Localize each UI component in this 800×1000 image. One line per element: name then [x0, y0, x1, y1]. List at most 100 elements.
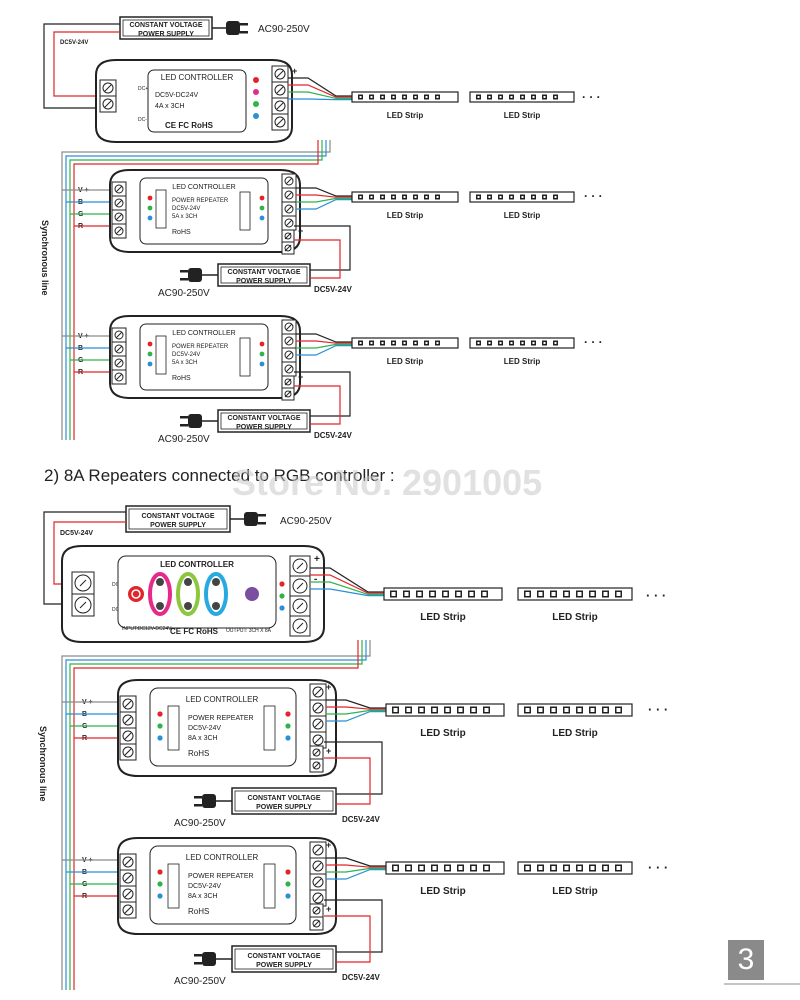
psu-label: CONSTANT VOLTAGE — [227, 269, 300, 276]
terminal-block — [309, 903, 324, 931]
indicator-led-icon — [279, 581, 285, 587]
cert-logos: RoHS — [172, 229, 191, 236]
psu-label: CONSTANT VOLTAGE — [129, 22, 202, 29]
led-strip — [383, 587, 503, 601]
output-wire — [296, 187, 352, 197]
screw-slot-icon — [115, 227, 123, 235]
dc-output-label: DC5V-24V — [60, 40, 88, 46]
ac-input-label: AC90-250V — [258, 24, 310, 35]
led-chip-icon — [538, 708, 543, 712]
control-button-icon — [156, 602, 164, 610]
plug-icon — [202, 794, 216, 808]
led-chip-icon — [477, 342, 480, 344]
sync-wire — [73, 640, 359, 990]
input-label-plate — [155, 189, 167, 229]
terminal-block — [281, 319, 297, 377]
terminal-block — [119, 853, 137, 919]
dc-negative-wire — [43, 23, 120, 68]
section2-heading: 2) 8A Repeaters connected to RGB control… — [44, 466, 395, 485]
front-panel — [149, 845, 297, 925]
dc-minus-label: DC- — [138, 117, 147, 123]
ac-input-label: AC90-250V — [158, 434, 210, 445]
strip-label: LED Strip — [420, 886, 466, 897]
indicator-led-icon — [259, 341, 265, 347]
output-wire — [296, 194, 352, 198]
led-chip-icon — [525, 708, 530, 712]
controller-title: LED CONTROLLER — [186, 853, 259, 862]
controller-spec: 5A x 3CH — [172, 360, 197, 366]
sync-wire — [65, 140, 327, 440]
controller-spec: DC5V-24V — [172, 206, 200, 212]
led-chip-icon — [370, 96, 373, 98]
terminal-plus-label: + — [292, 66, 297, 76]
led-chip-icon — [521, 196, 524, 198]
led-strip — [469, 191, 575, 203]
screw-slot-icon — [104, 84, 112, 92]
controller-title: LED CONTROLLER — [161, 73, 234, 82]
led-chip-icon — [551, 866, 556, 870]
psu-outer — [125, 505, 231, 533]
led-strip — [517, 587, 633, 601]
strip-body — [517, 861, 633, 875]
led-chip-icon — [564, 866, 569, 870]
plug-pin-icon — [194, 962, 202, 965]
output-label-plate — [263, 705, 276, 751]
dc-output-label: DC5V-24V — [60, 530, 93, 537]
plug-pin-icon — [240, 23, 248, 26]
led-chip-icon — [532, 96, 535, 98]
screw-slot-icon — [285, 365, 293, 373]
led-strip — [351, 91, 459, 103]
led-chip-icon — [425, 196, 428, 198]
sync-wire — [73, 140, 319, 440]
screw-slot-icon — [124, 906, 132, 914]
led-chip-icon — [392, 342, 395, 344]
plug-icon — [244, 512, 258, 526]
terminal-block — [309, 683, 327, 749]
screw-slot-icon — [115, 213, 123, 221]
screw-slot-icon — [79, 579, 87, 587]
psu-inner — [128, 508, 228, 530]
indicator-led-icon — [253, 101, 259, 107]
led-chip-icon — [525, 592, 530, 596]
plug-pin-icon — [194, 796, 202, 799]
led-chip-icon — [482, 592, 487, 596]
screw-slot-icon — [124, 874, 132, 882]
output-wire — [326, 709, 386, 715]
plug-pin-icon — [180, 424, 188, 427]
led-chip-icon — [551, 708, 556, 712]
front-panel — [149, 687, 297, 767]
strip-label: LED Strip — [504, 211, 541, 220]
led-chip-icon — [430, 592, 435, 596]
led-chip-icon — [510, 96, 513, 98]
led-chip-icon — [469, 592, 474, 596]
terminal-block — [111, 327, 127, 385]
sync-wire — [61, 640, 371, 990]
control-button-icon — [212, 602, 220, 610]
output-wire — [296, 197, 352, 203]
terminal-block — [281, 375, 295, 401]
output-wire — [310, 567, 384, 593]
plug-pin-icon — [258, 514, 266, 517]
led-chip-icon — [551, 592, 556, 596]
led-chip-icon — [488, 342, 491, 344]
controller-spec: 8A x 3CH — [188, 893, 218, 900]
screw-slot-icon — [115, 373, 123, 381]
controller-spec: 4A x 3CH — [155, 103, 185, 110]
led-chip-icon — [414, 96, 417, 98]
led-chip-icon — [510, 196, 513, 198]
output-wire — [326, 699, 386, 709]
psu-outer — [231, 945, 337, 973]
output-wire — [296, 345, 352, 356]
led-chip-icon — [616, 866, 621, 870]
screw-slot-icon — [314, 736, 322, 744]
terminal-block — [281, 173, 297, 231]
continuation-dots: · · · — [646, 588, 666, 603]
terminal-block — [309, 841, 327, 907]
led-chip-icon — [370, 196, 373, 198]
screw-slot-icon — [285, 205, 293, 213]
terminal-block — [71, 571, 95, 617]
controller-title: LED CONTROLLER — [172, 330, 235, 337]
led-chip-icon — [484, 866, 489, 870]
psu-label: POWER SUPPLY — [256, 804, 312, 811]
